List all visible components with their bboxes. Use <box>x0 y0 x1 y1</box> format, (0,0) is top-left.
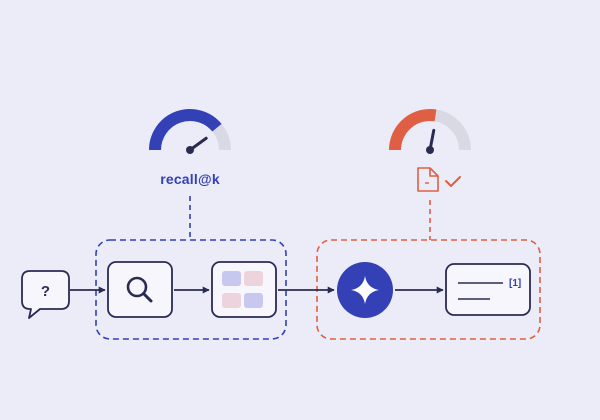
question-node: ? <box>21 270 70 319</box>
generation-gauge-fill <box>389 109 437 151</box>
retriever-node <box>107 261 173 318</box>
question-mark: ? <box>41 283 50 300</box>
generator-node <box>337 262 393 318</box>
sparkle-icon <box>351 276 379 304</box>
generation-gauge <box>389 109 471 154</box>
speech-bubble-icon <box>21 270 70 319</box>
retrieved-chunks-node <box>211 261 277 318</box>
answer-node: [1] <box>445 263 531 316</box>
document-check-icon <box>417 167 461 192</box>
search-icon <box>126 276 153 303</box>
retrieval-gauge-fill <box>149 109 222 151</box>
retrieval-stage-group <box>95 239 287 340</box>
citation-marker: [1] <box>509 278 521 289</box>
retrieval-gauge <box>149 109 231 154</box>
retrieval-gauge-pivot <box>186 146 194 154</box>
generation-gauge-pivot <box>426 146 434 154</box>
document-chunks-icon <box>222 271 263 308</box>
retrieval-metric-label: recall@k <box>160 171 220 187</box>
